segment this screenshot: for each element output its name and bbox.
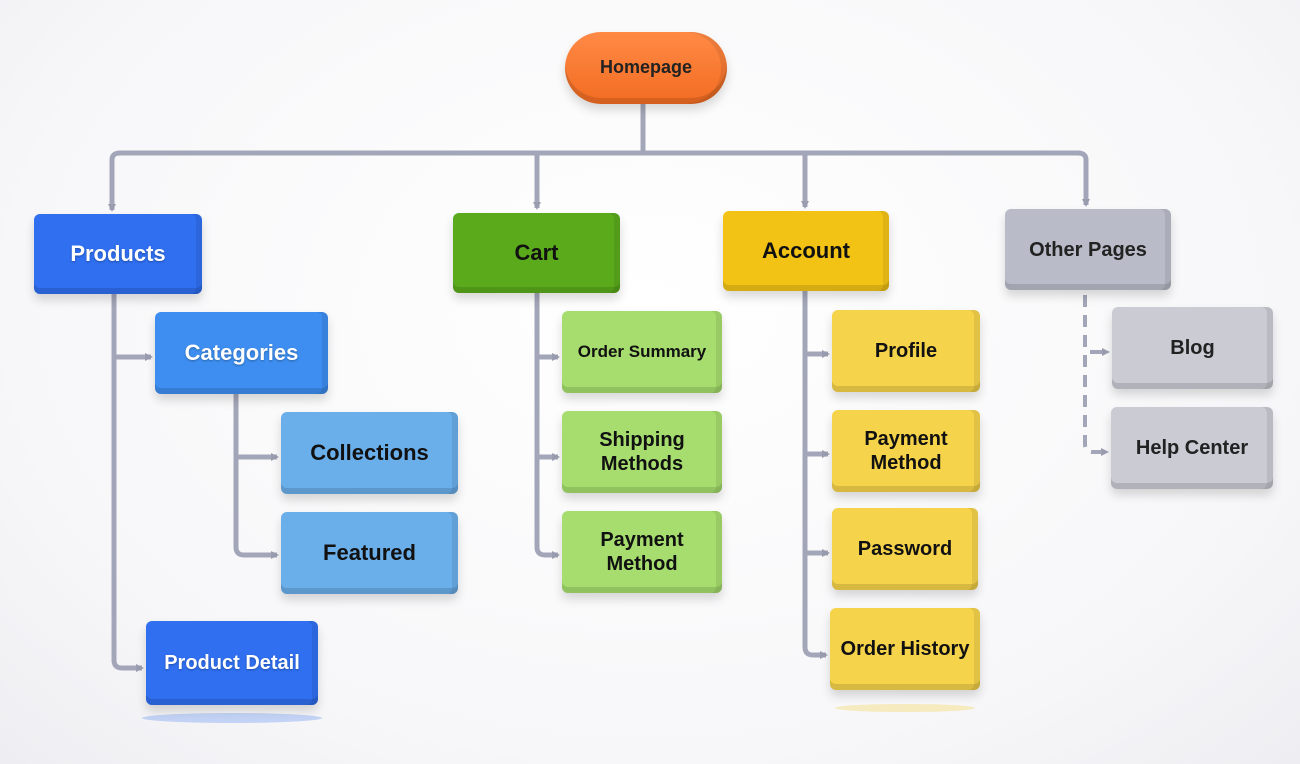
- node-order-history[interactable]: Order History: [830, 608, 980, 690]
- node-label: Profile: [874, 340, 938, 362]
- node-label: Homepage: [599, 57, 693, 78]
- node-label: Order Summary: [577, 341, 707, 361]
- node-label: Password: [857, 538, 953, 560]
- node-products[interactable]: Products: [34, 214, 202, 294]
- node-label: Payment Method: [864, 428, 948, 474]
- node-account[interactable]: Account: [723, 211, 889, 291]
- node-label: Cart: [514, 239, 559, 265]
- node-account-payment-method[interactable]: Payment Method: [832, 410, 980, 492]
- node-label: Other Pages: [1029, 238, 1147, 261]
- cart-trunk: [534, 293, 560, 559]
- node-blog[interactable]: Blog: [1112, 307, 1273, 389]
- node-label: Payment Method: [600, 529, 684, 575]
- node-profile[interactable]: Profile: [832, 310, 980, 392]
- node-label: Collections: [310, 439, 429, 465]
- node-label: Shipping Methods: [599, 429, 685, 475]
- other-trunk: [1083, 295, 1109, 456]
- node-label: Products: [70, 240, 166, 266]
- products-trunk: [111, 294, 144, 672]
- node-cart-payment-method[interactable]: Payment Method: [562, 511, 722, 593]
- node-label: Account: [762, 237, 850, 263]
- node-product-detail[interactable]: Product Detail: [146, 621, 318, 705]
- node-label: Product Detail: [164, 652, 300, 674]
- node-categories[interactable]: Categories: [155, 312, 328, 394]
- node-featured[interactable]: Featured: [281, 512, 458, 594]
- node-label: Featured: [323, 539, 416, 565]
- node-label: Order History: [840, 638, 970, 660]
- categories-trunk: [233, 394, 279, 559]
- node-password[interactable]: Password: [832, 508, 978, 590]
- node-shipping-methods[interactable]: Shipping Methods: [562, 411, 722, 493]
- node-collections[interactable]: Collections: [281, 412, 458, 494]
- node-help-center[interactable]: Help Center: [1111, 407, 1273, 489]
- node-label: Blog: [1170, 337, 1215, 359]
- account-trunk: [802, 291, 828, 659]
- node-order-summary[interactable]: Order Summary: [562, 311, 722, 393]
- root-bus: [109, 150, 1089, 210]
- node-other-pages[interactable]: Other Pages: [1005, 209, 1171, 290]
- node-label: Categories: [184, 339, 299, 365]
- node-homepage[interactable]: Homepage: [565, 32, 727, 104]
- node-label: Help Center: [1135, 437, 1249, 459]
- node-cart[interactable]: Cart: [453, 213, 620, 293]
